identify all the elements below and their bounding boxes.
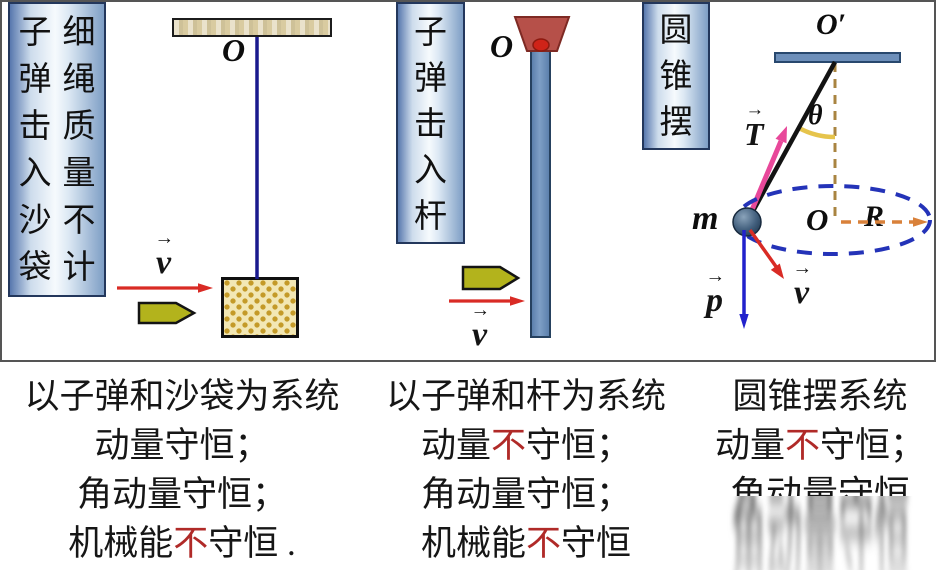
panel-rod-title: 子弹击入杆 <box>414 15 447 235</box>
summary-line: 角动量守恒； <box>420 475 631 514</box>
panel-sandbag-title: 子弹击入沙袋 <box>18 15 52 286</box>
angle-arc <box>797 125 836 140</box>
pivot-mount <box>513 16 571 52</box>
summary-line: 动量不守恒； <box>420 426 632 465</box>
weight-label: →p <box>705 265 726 319</box>
summary-line: 角动量守恒； <box>76 475 287 514</box>
pendulum-bob <box>732 207 762 237</box>
vector-arrow-icon: → <box>705 265 726 287</box>
velocity-label-conical: →v <box>792 257 813 311</box>
summary-rod: 以子弹和杆为系统 动量不守恒； 角动量守恒； 机械能不守恒 <box>368 372 684 568</box>
red-emphasis: 不 <box>784 426 820 465</box>
red-emphasis: 不 <box>490 426 526 465</box>
panel-conical-title: 圆锥摆 <box>659 13 693 141</box>
vector-arrow-icon: → <box>792 257 813 279</box>
velocity-arrowhead-sandbag <box>198 283 213 293</box>
bullet-icon-sandbag <box>137 301 197 325</box>
vector-arrow-icon: → <box>470 299 491 321</box>
summary-line: 以子弹和沙袋为系统 <box>24 377 340 416</box>
mass-label: m <box>692 200 719 237</box>
summary-line: 机械能不守恒 . <box>68 524 296 563</box>
pivot-label-sandbag: O <box>222 32 246 68</box>
diagram-overlay <box>117 16 932 329</box>
summary-line: 机械能不守恒 <box>420 524 632 563</box>
panel-rod-title-box: 子弹击入杆 <box>396 2 465 244</box>
circle-center-label: O <box>806 202 829 237</box>
summary-line: 圆锥摆系统 <box>732 377 908 416</box>
ceiling-bar-conical <box>774 52 901 63</box>
panel-conical-title-box: 圆锥摆 <box>642 2 710 150</box>
panel-sandbag-subtitle: 细绳质量不计 <box>62 15 96 286</box>
tension-arrowhead <box>775 126 787 144</box>
pivot-label-rod: O <box>490 28 514 64</box>
velocity-arrow-conical <box>748 228 779 270</box>
summary-line: 以子弹和杆为系统 <box>385 377 666 416</box>
vector-arrow-icon: → <box>745 99 765 120</box>
anchor-label: O′ <box>816 8 847 41</box>
circular-path-dashed <box>734 184 932 256</box>
smear-text-top: 角动量守恒 <box>700 470 940 496</box>
summary-conical: 圆锥摆系统 动量不守恒； 角动量守恒 角动量守恒 <box>700 372 940 570</box>
velocity-label-sandbag: →v <box>154 227 175 281</box>
panel-sandbag-title-box: 子弹击入沙袋 细绳质量不计 <box>8 2 106 297</box>
red-emphasis: 不 <box>173 524 209 563</box>
ceiling-bar-sandbag <box>172 18 332 37</box>
radius-arrowhead <box>913 217 928 227</box>
weight-arrowhead <box>739 314 749 329</box>
summary-line: 动量守恒； <box>94 426 270 465</box>
tension-arrow <box>746 140 784 218</box>
velocity-arrowhead-conical <box>770 263 784 279</box>
summary-sandbag: 以子弹和沙袋为系统 动量守恒； 角动量守恒； 机械能不守恒 . <box>0 372 364 568</box>
velocity-arrowhead-rod <box>510 296 525 306</box>
velocity-label-rod: →v <box>470 299 491 353</box>
sandbag <box>221 277 299 338</box>
radius-label: R <box>864 200 885 233</box>
summary-line-smeared: 角动量守恒 角动量守恒 <box>700 470 940 570</box>
summary-line: 动量不守恒； <box>714 426 926 465</box>
red-emphasis: 不 <box>525 524 561 563</box>
pendulum-string <box>745 60 837 224</box>
bullet-icon-rod <box>461 265 521 291</box>
pivot-dot <box>532 38 550 52</box>
vector-arrow-icon: → <box>154 227 175 249</box>
tension-label: →T <box>744 99 765 152</box>
